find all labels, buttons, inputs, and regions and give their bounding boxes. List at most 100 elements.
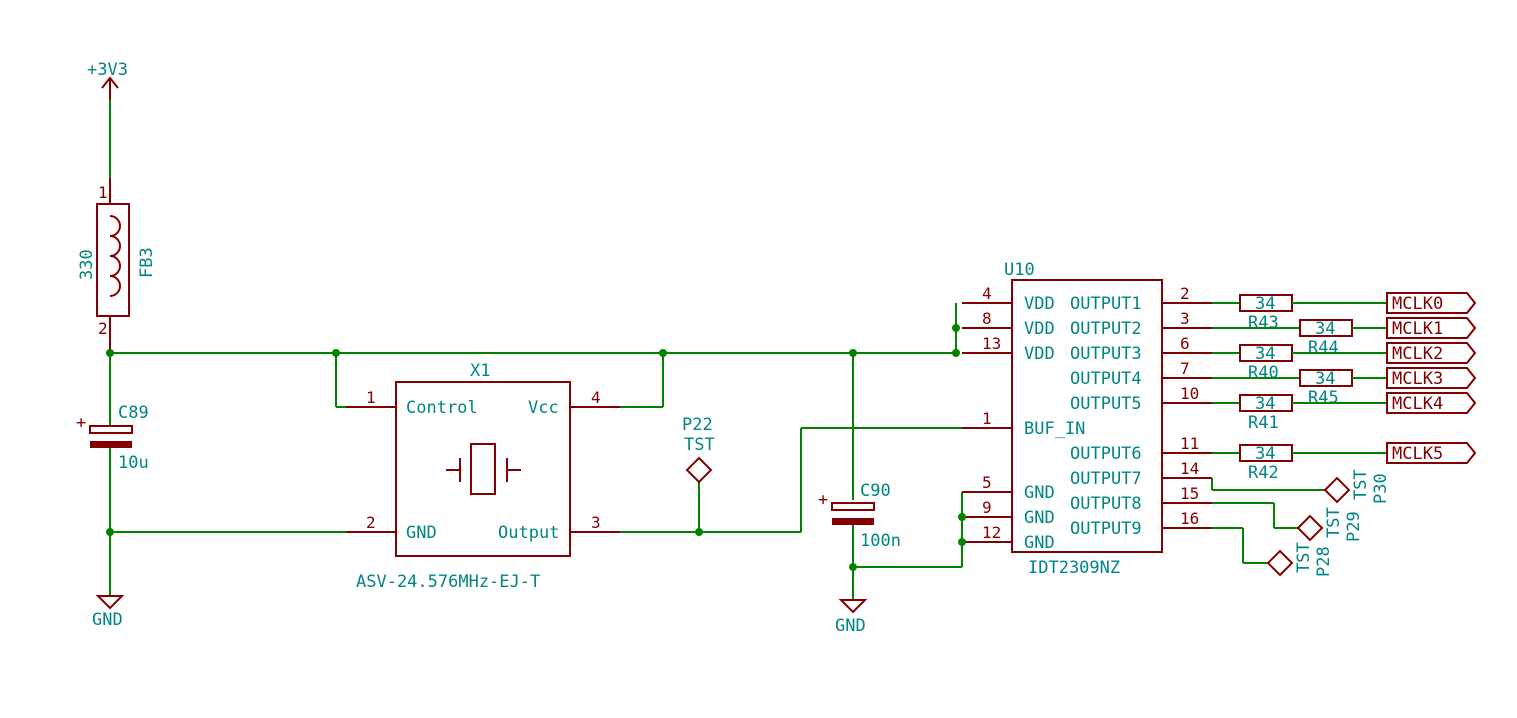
test-point-symbol [1323,476,1351,504]
net-label-shape [1386,342,1477,364]
output-network: 34R43MCLK034R44MCLK134R40MCLK234R45MCLK3… [1211,292,1477,577]
c90-plus: + [818,490,828,510]
resistor-ref: R40 [1248,363,1279,383]
u10-pin-name: OUTPUT2 [1070,319,1142,339]
c90-ref: C90 [860,481,891,501]
u10-pin-name: VDD [1024,319,1055,339]
resistor-value: 34 [1315,369,1335,389]
u10-pin-number: 11 [1180,434,1199,453]
power-3v3-label: +3V3 [87,60,128,80]
net-label-shape [1386,317,1477,339]
u10-pin-name: OUTPUT1 [1070,294,1142,314]
resistor-value: 34 [1255,394,1275,414]
test-point-value: TST [1294,542,1314,573]
x1-oscillator: 1 4 2 3 Control Vcc GND Output X1 ASV-24… [346,361,620,592]
junction-dot [952,324,960,332]
x1-pin-vcc: Vcc [528,398,559,418]
net-label-text: MCLK4 [1392,394,1443,414]
u10-pin-name: OUTPUT7 [1070,469,1142,489]
u10-pin-name: BUF_IN [1024,419,1085,439]
u10-pin-number: 2 [1180,284,1190,303]
u10-pin-name: GND [1024,533,1055,553]
u10-pin-name: GND [1024,508,1055,528]
test-point-ref: P30 [1371,473,1391,504]
resistor-ref: R41 [1248,413,1279,433]
net-label-text: MCLK3 [1392,369,1443,389]
u10-pin-number: 13 [982,334,1001,353]
u10-pin-number: 16 [1180,509,1199,528]
u10-pin-name: OUTPUT8 [1070,494,1142,514]
gnd-mid-symbol: GND [835,599,868,636]
test-point-ref: P29 [1344,511,1364,542]
test-point-value: TST [1351,469,1371,500]
u10-pin-number: 5 [982,473,992,492]
power-3v3-symbol: +3V3 [87,60,128,100]
test-point-symbol [1266,549,1294,577]
c89-plus: + [76,413,86,433]
fb3-ref: FB3 [137,247,157,278]
resistor-ref: R44 [1308,338,1339,358]
u10-pin-name: GND [1024,483,1055,503]
gnd-left-symbol: GND [92,595,125,630]
u10-pin-name: VDD [1024,344,1055,364]
x1-pin-control: Control [406,398,478,418]
u10-ref: U10 [1004,260,1035,280]
u10-pin-number: 14 [1180,459,1199,478]
junction-dot [849,563,857,571]
net-label-shape [1386,442,1477,464]
c90-capacitor: + C90 100n [818,481,901,600]
u10-value: IDT2309NZ [1028,558,1120,578]
u10-pin-number: 4 [982,284,992,303]
u10-pin-name: OUTPUT4 [1070,369,1142,389]
test-point-symbol [1296,514,1324,542]
u10-pin-name: OUTPUT6 [1070,444,1142,464]
net-label-text: MCLK5 [1392,444,1443,464]
net-label-text: MCLK0 [1392,294,1443,314]
test-point-ref: P28 [1314,546,1334,577]
junction-dot [958,513,966,521]
c89-capacitor: + C89 10u [76,352,149,596]
fb3-pin1-number: 1 [98,183,108,202]
u10-pin-number: 8 [982,309,992,328]
fb3-pin2-number: 2 [98,319,108,338]
u10-pin-name: OUTPUT3 [1070,344,1142,364]
u10-pin-number: 15 [1180,484,1199,503]
junction-dot [958,538,966,546]
x1-pin-gnd: GND [406,523,437,543]
x1-pin3-number: 3 [591,513,601,532]
net-label-shape [1386,392,1477,414]
junction-dot [106,528,114,536]
junction-dot [952,349,960,357]
net-label-shape [1386,292,1477,314]
p22-test-point: P22 TST [682,415,715,484]
x1-pin2-number: 2 [366,513,376,532]
gnd-left-label: GND [92,610,123,630]
u10-pin-name: OUTPUT9 [1070,519,1142,539]
x1-ref: X1 [470,361,490,381]
junction-dot [695,528,703,536]
p22-ref: P22 [682,415,713,435]
resistor-value: 34 [1255,344,1275,364]
x1-pin1-number: 1 [366,388,376,407]
test-point-value: TST [1324,507,1344,538]
resistor-value: 34 [1315,319,1335,339]
u10-pin-number: 12 [982,523,1001,542]
fb3-value: 330 [77,249,97,280]
u10-clock-buffer: U10 IDT2309NZ 4VDD8VDD13VDD1BUF_IN5GND9G… [962,260,1212,578]
junctions [106,324,966,571]
x1-pin-output: Output [498,523,559,543]
x1-value: ASV-24.576MHz-EJ-T [356,572,540,592]
net-label-text: MCLK1 [1392,319,1443,339]
u10-pin-number: 1 [982,409,992,428]
junction-dot [849,349,857,357]
u10-pin-number: 7 [1180,359,1190,378]
u10-pin-number: 6 [1180,334,1190,353]
junction-dot [332,349,340,357]
junction-dot [106,349,114,357]
u10-pin-name: OUTPUT5 [1070,394,1142,414]
fb3-ferrite-bead: 1 2 330 FB3 [77,178,157,352]
u10-pin-number: 3 [1180,309,1190,328]
resistor-ref: R42 [1248,463,1279,483]
